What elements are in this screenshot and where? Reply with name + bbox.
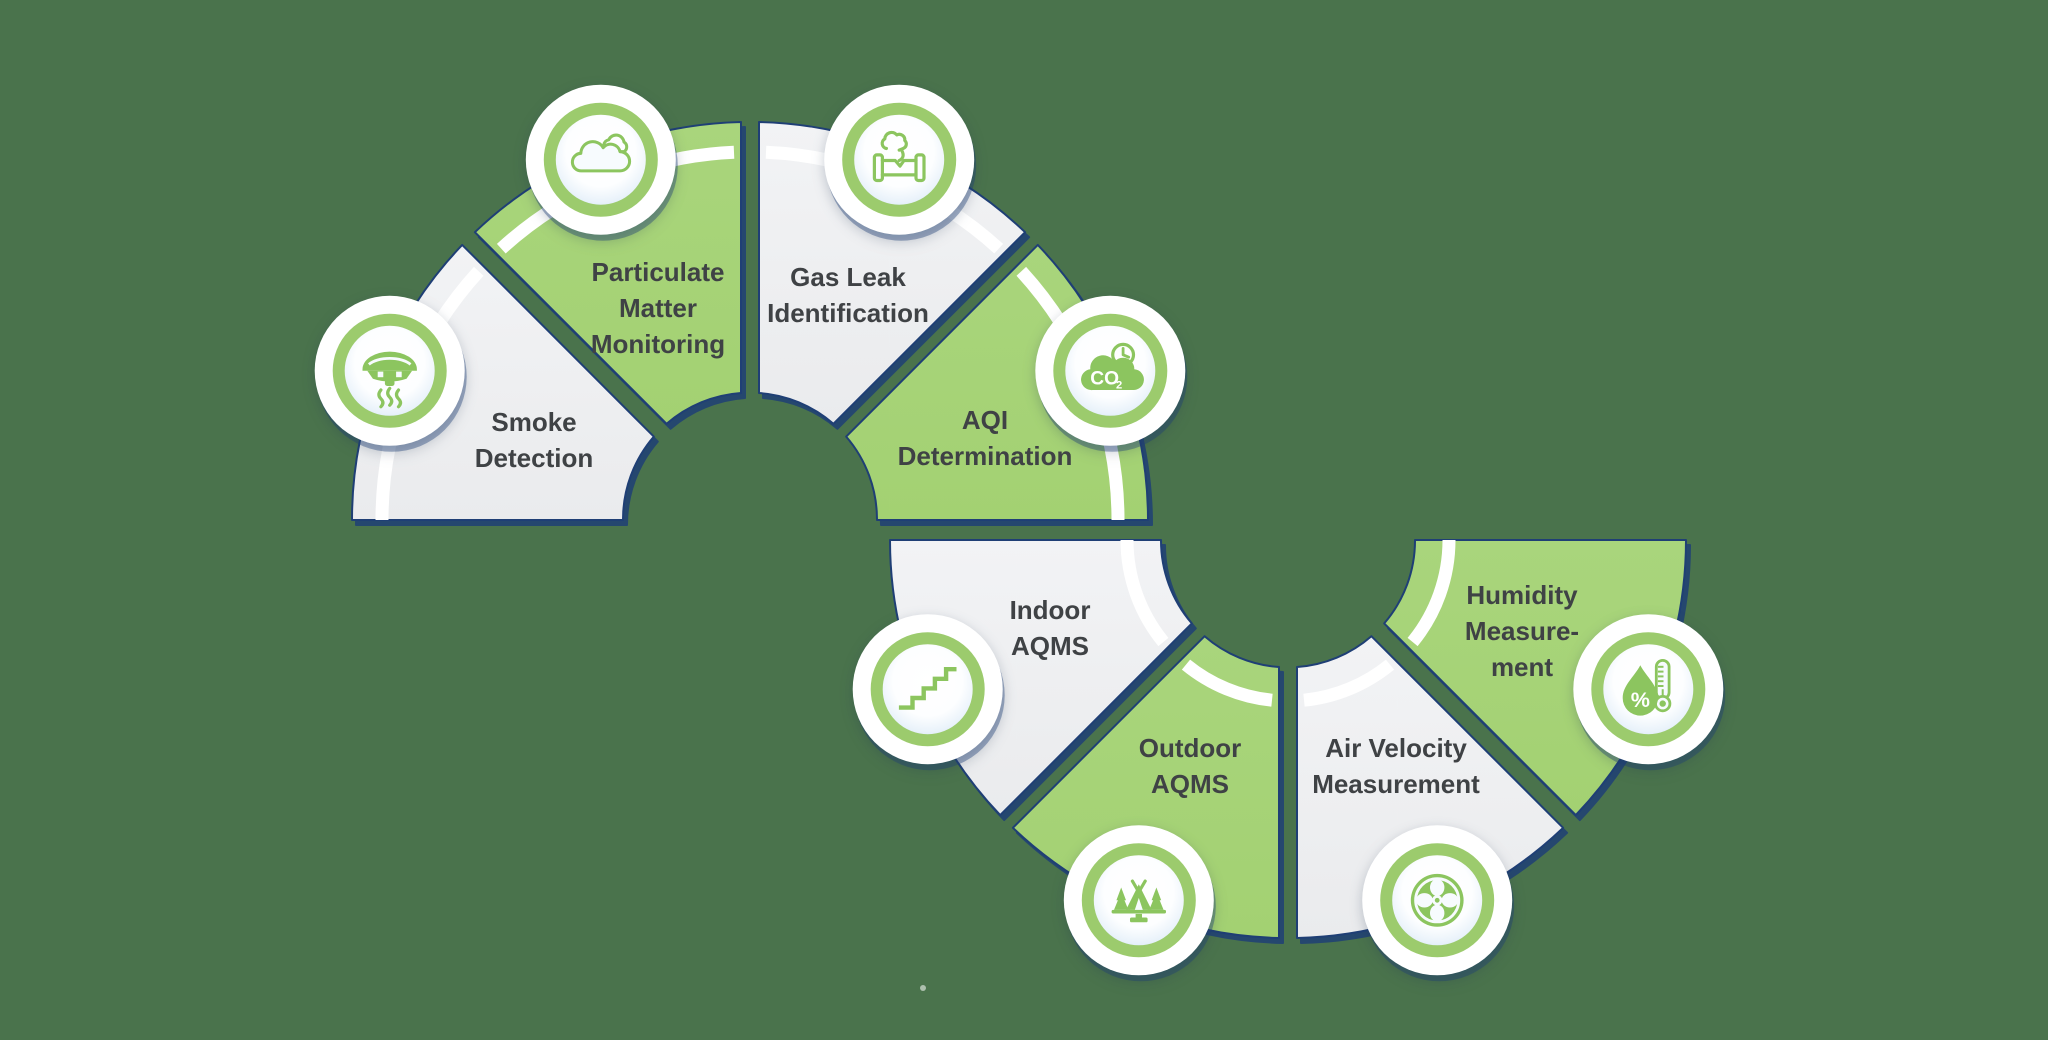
co2-icon-text: CO — [1090, 368, 1119, 389]
label-humidity-measurement-line2: Measure- — [1465, 616, 1579, 646]
track-stripe-air-velocity — [1303, 659, 1395, 707]
gas-pipe-leak-icon — [824, 84, 975, 235]
label-gas-leak-line2: Identification — [767, 298, 929, 328]
label-aqi-determination-line2: Determination — [898, 441, 1073, 471]
badge-icon-art: CO 2 — [1081, 342, 1144, 391]
label-particulate-matter-line1: Particulate — [592, 257, 725, 287]
label-indoor-aqms-line2: AQMS — [1011, 631, 1089, 661]
label-smoke-detection-line1: Smoke — [491, 407, 576, 437]
label-outdoor-aqms-line2: AQMS — [1151, 769, 1229, 799]
camping-trees-icon — [1063, 825, 1214, 976]
label-aqi-determination-line1: AQI — [962, 405, 1008, 435]
clouds-icon — [525, 84, 676, 235]
badge-icon-art — [1410, 873, 1464, 927]
track-stripe-indoor-aqms — [1120, 539, 1169, 647]
badge-icon-art — [1111, 879, 1166, 923]
badge-icon-art: % — [1622, 659, 1672, 716]
humidity-percent-text: % — [1631, 687, 1650, 712]
stairs-icon — [852, 614, 1003, 765]
badge-icon-art — [898, 667, 957, 710]
label-smoke-detection-line2: Detection — [475, 443, 593, 473]
co2-icon-subscript: 2 — [1116, 379, 1122, 391]
badge-icon-art — [872, 130, 926, 183]
badge-icon-art — [362, 351, 417, 409]
label-air-velocity-line2: Measurement — [1312, 769, 1480, 799]
fan-blades-icon — [1362, 825, 1513, 976]
droplet-thermometer-icon: % — [1573, 614, 1724, 765]
badge-icon-art — [570, 133, 632, 173]
co2-clock-icon: CO 2 — [1035, 295, 1186, 446]
label-gas-leak-line1: Gas Leak — [790, 262, 906, 292]
label-indoor-aqms-line1: Indoor — [1010, 595, 1091, 625]
label-air-velocity-line1: Air Velocity — [1325, 733, 1467, 763]
track-stripe-outdoor-aqms — [1181, 659, 1273, 707]
track-stripe-humidity-measurement — [1407, 539, 1456, 647]
label-humidity-measurement-line1: Humidity — [1466, 580, 1578, 610]
label-humidity-measurement-line3: ment — [1491, 652, 1553, 682]
label-particulate-matter-line2: Matter — [619, 293, 697, 323]
smoke-detector-icon — [314, 295, 465, 446]
label-particulate-matter-line3: Monitoring — [591, 329, 725, 359]
stray-dot — [920, 985, 926, 991]
label-outdoor-aqms-line1: Outdoor — [1139, 733, 1242, 763]
